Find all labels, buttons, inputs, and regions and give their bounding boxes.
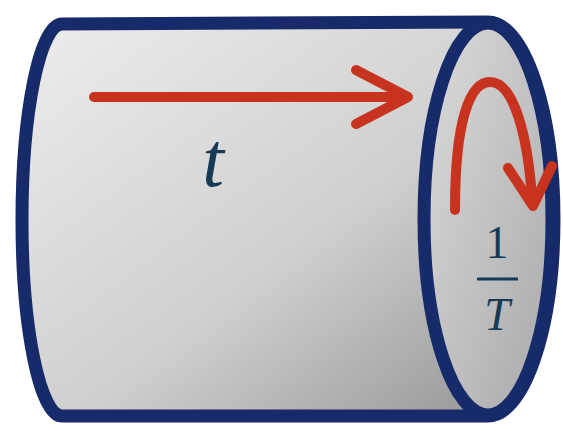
fraction-bar	[477, 278, 518, 281]
time-arrow	[94, 70, 408, 124]
fraction-part: 1	[486, 220, 509, 266]
fraction-part: T	[484, 292, 510, 338]
periodic-arrow	[455, 82, 552, 210]
time-label: t	[202, 121, 224, 199]
cylinder-end	[424, 23, 552, 415]
cylinder-body	[22, 22, 554, 416]
